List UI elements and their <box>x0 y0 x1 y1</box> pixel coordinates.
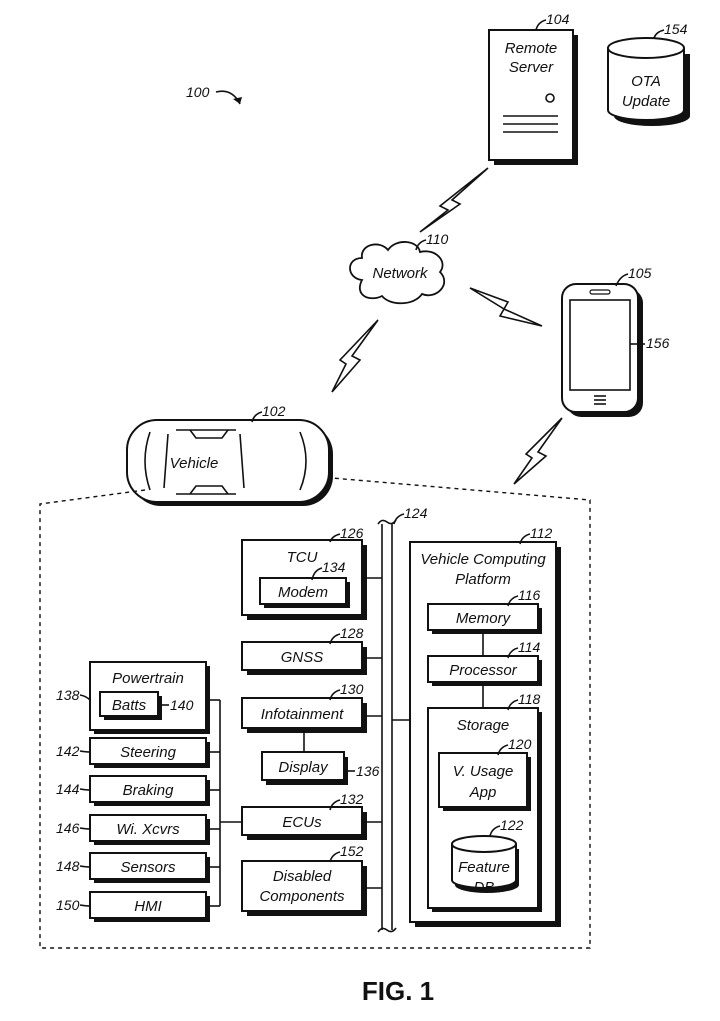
powertrain-label: Powertrain <box>112 670 184 687</box>
feature-db-label-2: DB <box>474 879 495 896</box>
braking-label: Braking <box>123 782 175 799</box>
ecus-block: ECUs 132 <box>241 791 367 840</box>
powertrain-block: Powertrain Batts 140 138 <box>56 661 210 734</box>
ota-label-1: OTA <box>631 73 661 90</box>
ref-118: 118 <box>518 691 541 707</box>
server-led-icon <box>545 93 555 103</box>
ecus-label: ECUs <box>282 814 322 831</box>
vehicle: Vehicle 102 <box>126 403 333 506</box>
home-button-icon <box>594 395 606 405</box>
wireless-link-vehicle-icon <box>331 319 379 393</box>
network-label: Network <box>372 265 429 282</box>
ref-116: 116 <box>518 587 541 603</box>
display-block: Display 136 <box>261 751 380 785</box>
ref-110: 110 <box>426 231 449 247</box>
remote-server-label-2: Server <box>509 59 554 76</box>
ref-126: 126 <box>340 525 364 541</box>
ref-105: 105 <box>628 265 652 281</box>
vehicle-bus: 124 <box>377 505 428 933</box>
tcu-block: TCU Modem 126 134 <box>241 525 367 620</box>
ref-138: 138 <box>56 687 80 703</box>
feature-db-label-1: Feature <box>458 859 510 876</box>
vehicle-label: Vehicle <box>170 455 219 472</box>
ref-148: 148 <box>56 858 80 874</box>
remote-server-label-1: Remote <box>505 40 558 57</box>
processor-label: Processor <box>449 662 518 679</box>
mobile-device: 105 156 <box>561 265 670 417</box>
steering-label: Steering <box>120 744 177 761</box>
disabled-label-2: Components <box>259 888 345 905</box>
ref-146: 146 <box>56 820 80 836</box>
disabled-label-1: Disabled <box>273 868 332 885</box>
hmi-block: HMI 150 <box>56 891 210 922</box>
ref-124: 124 <box>404 505 428 521</box>
ota-update-database: OTA Update 154 <box>607 21 690 126</box>
ref-120: 120 <box>508 736 532 752</box>
mobile-screen <box>569 299 631 391</box>
ref-130: 130 <box>340 681 364 697</box>
ref-144: 144 <box>56 781 80 797</box>
ref-136: 136 <box>356 763 380 779</box>
ref-102: 102 <box>262 403 286 419</box>
ref-152: 152 <box>340 843 364 859</box>
gnss-label: GNSS <box>281 649 324 666</box>
vehicle-boundary <box>39 477 591 949</box>
vehicle-computing-platform: Vehicle Computing Platform 112 Memory 11… <box>409 525 561 927</box>
figure-caption: FIG. 1 <box>362 976 434 1006</box>
wireless-transceivers-block: Wi. Xcvrs 146 <box>56 814 210 845</box>
remote-server: Remote Server 104 <box>488 11 578 165</box>
gnss-block: GNSS 128 <box>241 625 367 675</box>
wireless-link-server-icon <box>419 167 489 233</box>
vcp-label-2: Platform <box>455 571 511 588</box>
ref-122: 122 <box>500 817 524 833</box>
ref-142: 142 <box>56 743 80 759</box>
ref-100: 100 <box>186 84 210 100</box>
infotainment-block: Infotainment 130 <box>241 681 367 733</box>
network-cloud: Network 110 <box>349 231 449 305</box>
ref-140: 140 <box>170 697 194 713</box>
ota-label-2: Update <box>622 93 670 110</box>
disabled-components-block: Disabled Components 152 <box>241 843 367 916</box>
wireless-link-mobile-icon <box>469 287 543 327</box>
tcu-label: TCU <box>287 549 318 566</box>
vusage-label-1: V. Usage <box>453 763 514 780</box>
vusage-label-2: App <box>469 784 497 801</box>
infotainment-label: Infotainment <box>261 706 344 723</box>
ref-112: 112 <box>530 525 553 541</box>
wireless-link-mobile-vehicle-icon <box>513 417 563 485</box>
ref-150: 150 <box>56 897 80 913</box>
system-ref: 100 <box>186 84 242 105</box>
sensors-block: Sensors 148 <box>56 852 210 883</box>
modem-label: Modem <box>278 584 328 601</box>
vcp-label-1: Vehicle Computing <box>420 551 546 568</box>
ref-156: 156 <box>646 335 670 351</box>
braking-block: Braking 144 <box>56 775 210 806</box>
ref-154: 154 <box>664 21 688 37</box>
steering-block: Steering 142 <box>56 737 210 768</box>
ref-114: 114 <box>518 639 541 655</box>
ref-132: 132 <box>340 791 364 807</box>
ref-104: 104 <box>546 11 570 27</box>
display-label: Display <box>278 759 329 776</box>
batts-label: Batts <box>112 697 147 714</box>
ref-128: 128 <box>340 625 364 641</box>
wixcvrs-label: Wi. Xcvrs <box>116 821 180 838</box>
ref-134: 134 <box>322 559 346 575</box>
sensors-label: Sensors <box>120 859 176 876</box>
storage-label: Storage <box>457 717 510 734</box>
memory-label: Memory <box>456 610 512 627</box>
hmi-label: HMI <box>134 898 162 915</box>
